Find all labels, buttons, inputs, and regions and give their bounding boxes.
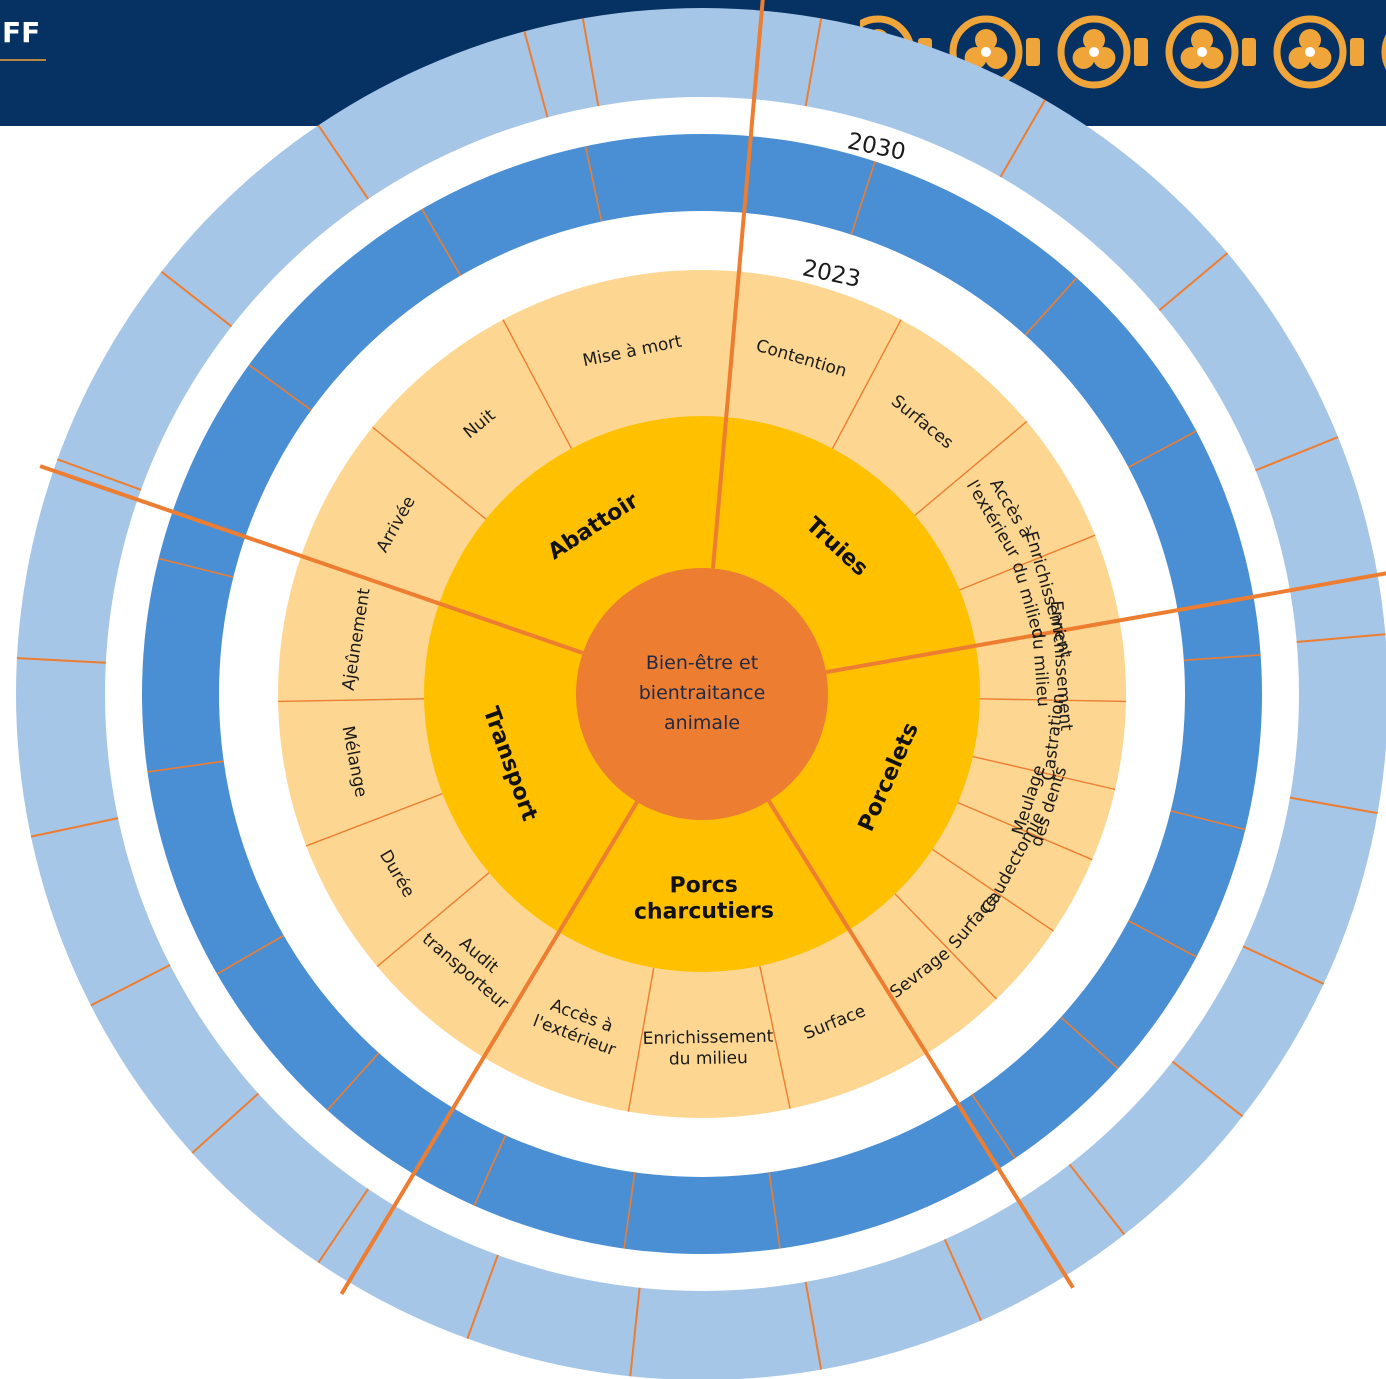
outer-ring-divider [1296,633,1386,643]
outer-ring-divider [1255,436,1339,472]
outer-ring-divider [804,1281,823,1370]
outer-ring-divider [629,1287,641,1377]
sub-topic-divider [278,698,425,703]
sub-topic-label-2-1-line: Enrichissement [642,1027,773,1049]
sub-topic-divider [959,534,1096,591]
middle-ring-divider [584,146,603,222]
middle-ring-divider [1170,810,1246,831]
center-disc [576,568,828,820]
sub-topic-divider [894,893,998,1000]
outer-ring-divider [1242,945,1325,985]
outer-ring-divider [581,18,600,107]
sub-topic-divider [831,319,902,449]
outer-ring-divider [1289,796,1378,815]
sub-topic-divider [376,872,490,968]
outer-ring-divider [57,458,142,491]
middle-ring-divider [850,161,876,235]
center-label-line-1: Bien-être et [646,652,758,674]
header-logo: FF [2,16,40,49]
outer-ring-divider [999,99,1046,178]
sub-topic-divider [627,967,655,1112]
middle-ring-divider [158,557,234,578]
sub-topic-divider [759,965,791,1109]
middle-ring-divider [1128,430,1197,468]
middle-ring-divider [1183,654,1261,662]
sub-topic-divider [914,420,1028,516]
outer-ring-divider [466,1254,499,1339]
category-label-2-line: Porcs [669,873,737,899]
outer-ring-divider [943,1238,982,1322]
sub-topic-label-2-1-line: du milieu [669,1048,748,1069]
middle-ring-divider [1060,1016,1119,1070]
middle-ring-divider [768,1172,781,1249]
outer-ring-divider [317,1188,369,1264]
sub-topic-divider [972,755,1116,791]
outer-ring-divider [1171,1060,1244,1118]
outer-ring-divider [1068,1163,1126,1236]
outer-ring-divider [317,124,369,200]
middle-ring-divider [971,1093,1016,1159]
header-ornament-icon [1057,15,1148,89]
middle-ring-divider [623,1172,636,1249]
middle-ring-divider [1128,920,1197,958]
center-label-line-3: animale [664,712,740,734]
sub-topic-divider [305,792,443,847]
middle-ring-divider [147,760,224,773]
category-spoke [710,0,765,569]
middle-ring-divider [421,208,462,277]
outer-ring-divider [160,270,233,328]
middle-ring-divider [473,1134,507,1206]
header-ornament-icon [1381,34,1386,70]
middle-ring-divider [326,1052,380,1111]
sub-topic-divider [372,426,487,520]
middle-ring-divider [248,364,312,411]
middle-ring-divider [216,934,285,975]
center-label-line-2: bientraitance [639,682,766,704]
sub-topic-divider [979,698,1126,703]
sector-dividers [16,0,1386,1377]
category-spoke [767,799,1075,1289]
outer-ring-divider [191,1092,260,1154]
outer-ring-divider [16,657,106,664]
sub-topic-divider [932,848,1054,932]
category-spoke [39,464,584,655]
outer-ring-divider [804,18,823,107]
sub-topic-divider [957,801,1093,861]
category-label-2-line: charcutiers [634,898,774,924]
header-ornament-icon [1273,15,1364,89]
outer-ring-divider [30,817,119,838]
outer-ring-divider [90,964,171,1007]
outer-ring-divider [1158,252,1229,312]
category-spoke [339,800,639,1296]
outer-ring-divider [523,31,549,118]
middle-ring-divider [1024,277,1078,336]
category-spoke [825,571,1386,675]
header-ornament-icon [1165,15,1256,89]
sub-topic-divider [502,319,573,449]
